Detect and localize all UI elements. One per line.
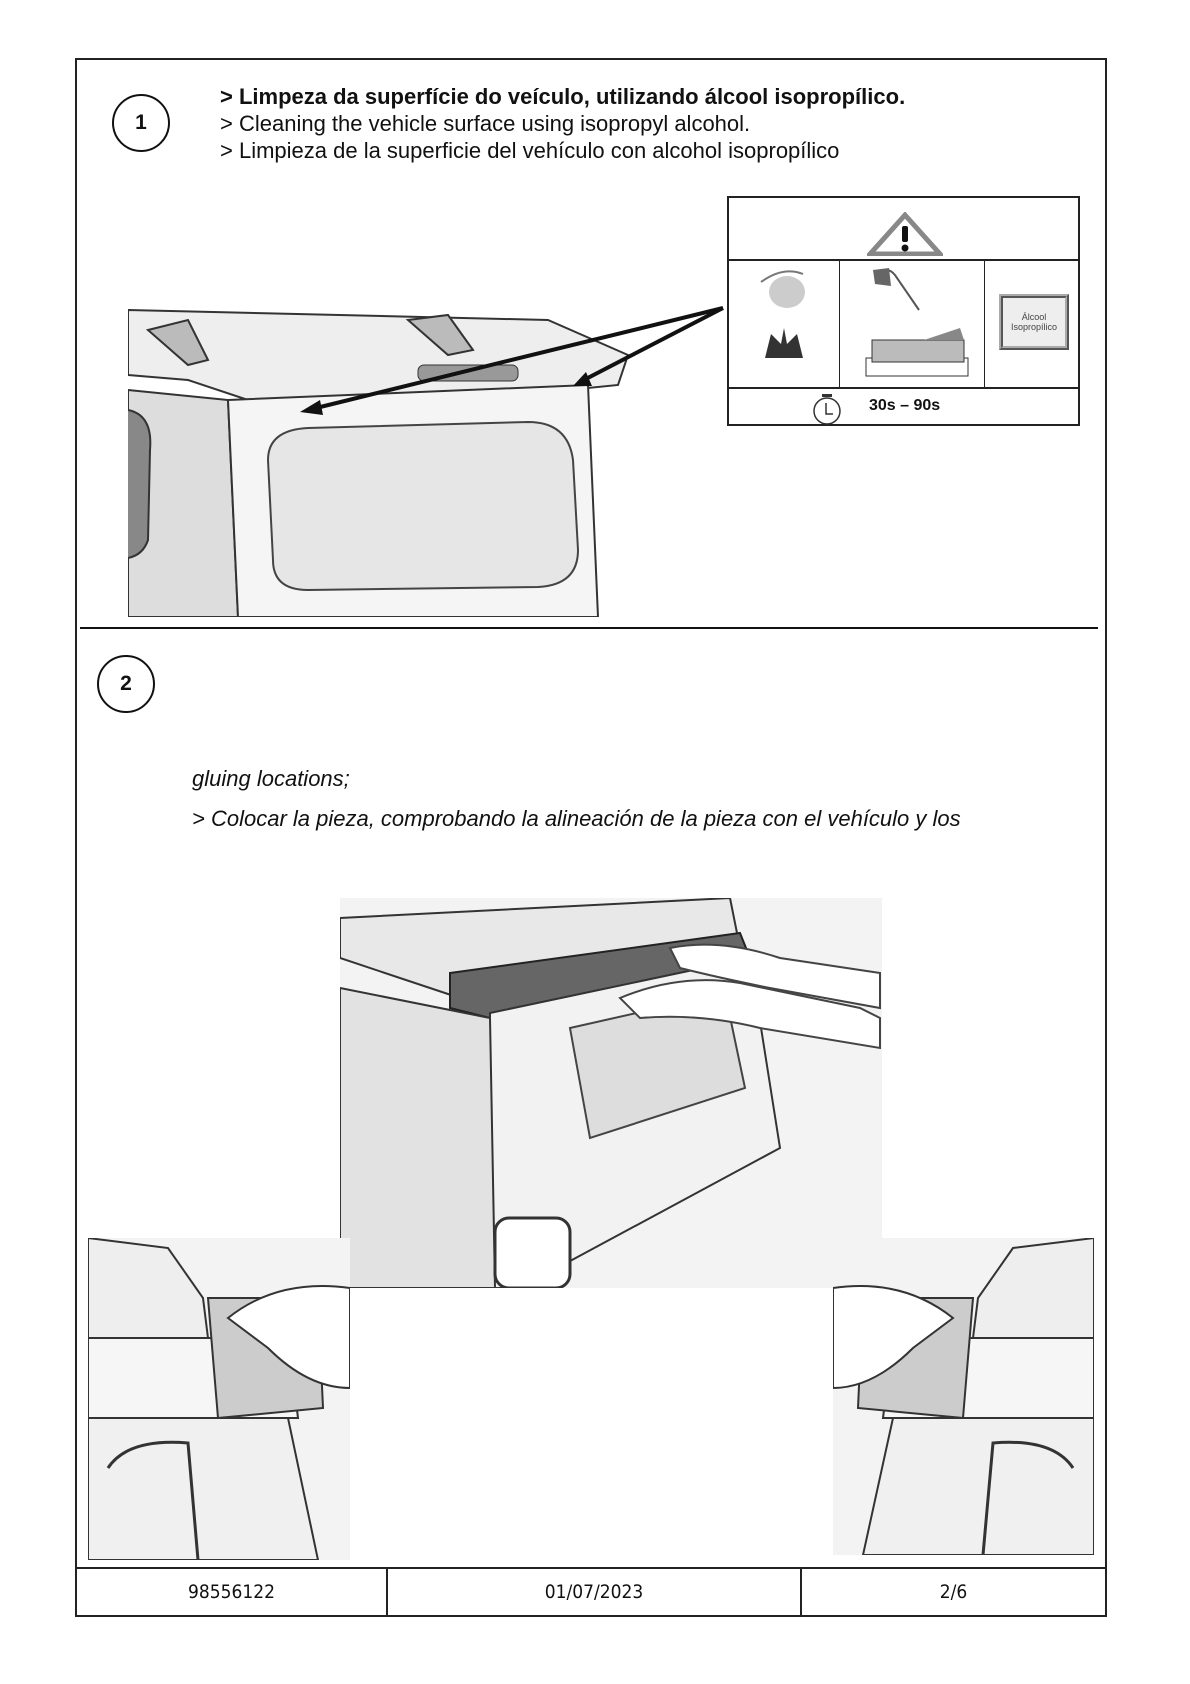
step1-instruction-en: > Cleaning the vehicle surface using iso…: [220, 111, 751, 136]
step-number-text: 2: [120, 672, 132, 695]
footer-part-number: 98556122: [77, 1569, 388, 1615]
footer-page-number: 2/6: [939, 1581, 968, 1603]
cloth-stack-icon: [865, 328, 969, 377]
footer-date: 01/07/2023: [388, 1569, 802, 1615]
pointer-arrows: [300, 306, 724, 415]
stopwatch-icon: [813, 394, 841, 425]
right-corner-pressing-illustration: [833, 1238, 1094, 1555]
document-footer: 98556122 01/07/2023 2/6: [75, 1567, 1107, 1617]
alcohol-label-line1: Álcool: [1021, 312, 1047, 322]
step1-instruction-es: > Limpieza de la superficie del vehículo…: [220, 138, 840, 163]
spoiler-placement-illustration: [340, 898, 882, 1288]
left-corner-pressing-illustration: [88, 1238, 350, 1560]
step-number-text: 1: [135, 111, 147, 134]
wiping-hand-icon: [873, 268, 920, 311]
mask-icon: [760, 270, 805, 308]
section-divider: [80, 627, 1098, 629]
safety-instructions-table: Álcool Isopropílico 30s – 90s: [727, 196, 1080, 426]
step2-instruction-es: > Colocar la pieza, comprobando la aline…: [192, 806, 961, 831]
step1-instruction-pt: > Limpeza da superfície do veículo, util…: [220, 84, 906, 109]
step-number-2: 2: [97, 655, 155, 713]
alcohol-label-line2: Isopropílico: [1010, 322, 1058, 332]
step2-instruction-en-tail: gluing locations;: [192, 766, 350, 791]
warning-icon: [867, 212, 943, 256]
drying-time: 30s – 90s: [869, 397, 941, 414]
step-number-1: 1: [112, 94, 170, 152]
gloves-icon: [765, 328, 803, 358]
isopropyl-alcohol-label: Álcool Isopropílico: [999, 294, 1069, 350]
car-rear-illustration: [128, 300, 663, 617]
